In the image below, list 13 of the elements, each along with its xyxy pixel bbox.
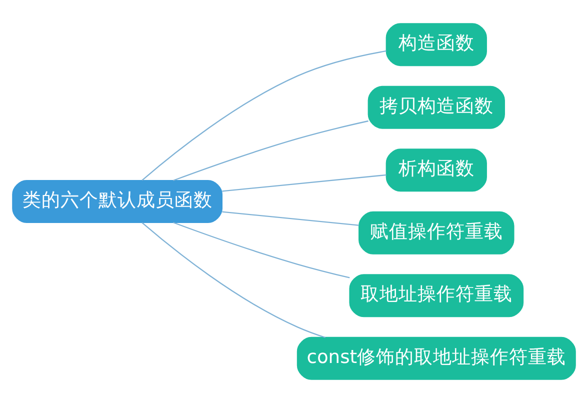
node-box: 构造函数 xyxy=(386,22,487,66)
node-box: 类的六个默认成员函数 xyxy=(12,180,223,222)
node-box: 赋值操作符重载 xyxy=(358,210,514,254)
node-box: 拷贝构造函数 xyxy=(368,85,505,128)
connector xyxy=(142,50,386,180)
connector xyxy=(142,222,326,338)
connector xyxy=(222,210,359,226)
node-box: 取地址操作符重载 xyxy=(349,274,524,317)
node-box: 析构函数 xyxy=(386,148,487,192)
connector xyxy=(173,120,368,181)
connector xyxy=(222,174,386,192)
node-box: const修饰的取地址操作符重载 xyxy=(296,336,576,380)
connector xyxy=(173,221,350,278)
